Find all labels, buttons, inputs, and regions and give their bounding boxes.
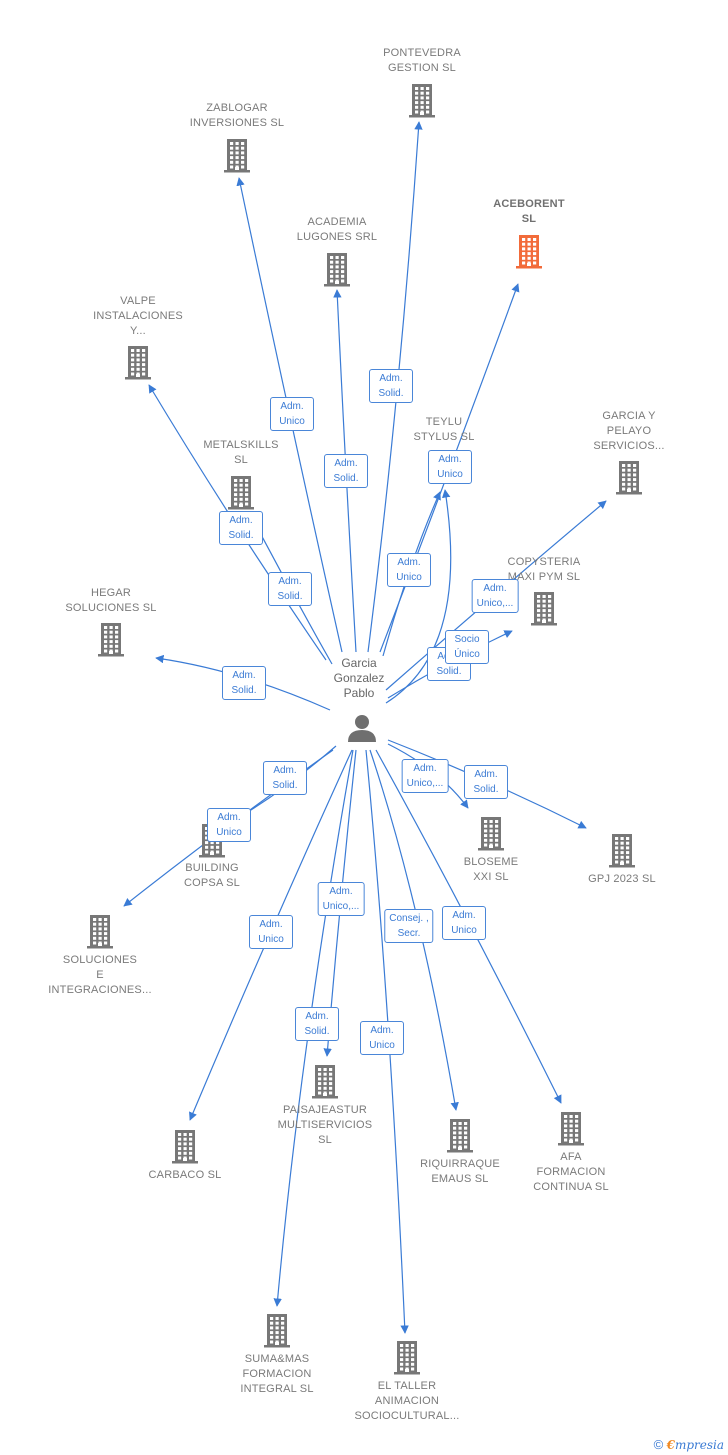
company-soluciones-building-icon[interactable] — [84, 913, 116, 954]
person-layer — [348, 715, 376, 742]
company-taller-building-icon[interactable] — [391, 1339, 423, 1380]
center-person-name[interactable]: Garcia Gonzalez Pablo — [333, 656, 385, 701]
edge-label-building[interactable]: Adm. Solid. — [263, 761, 307, 795]
company-building-label[interactable]: BUILDING COPSA SL — [183, 862, 240, 889]
edge-label-bloseme[interactable]: Adm. Unico,... — [401, 759, 449, 793]
company-valpe-label[interactable]: VALPE INSTALACIONES Y... — [93, 295, 183, 337]
edge-label-sumamas[interactable]: Adm. Solid. — [295, 1007, 339, 1041]
edge-label-afa[interactable]: Adm. Unico — [442, 906, 486, 940]
edge-label-carbaco[interactable]: Adm. Unico — [249, 915, 293, 949]
edge-label-teylu[interactable]: Adm. Unico — [387, 553, 431, 587]
company-valpe-building-icon[interactable] — [122, 344, 154, 385]
company-afa-building-icon[interactable] — [555, 1110, 587, 1151]
person-icon[interactable] — [348, 715, 376, 742]
company-hegar-building-icon[interactable] — [95, 621, 127, 662]
company-paisajeastur-building-icon[interactable] — [309, 1063, 341, 1104]
company-riquirraque-building-icon[interactable] — [444, 1117, 476, 1158]
company-metalskills-label[interactable]: METALSKILLS SL — [203, 439, 279, 466]
edge-label-academia[interactable]: Adm. Solid. — [324, 454, 368, 488]
edge-label-paisajeastur[interactable]: Adm. Unico,... — [317, 882, 365, 916]
edge-label-zablogar[interactable]: Adm. Unico — [270, 397, 314, 431]
company-garcia_pelayo-label[interactable]: GARCIA Y PELAYO SERVICIOS... — [593, 410, 665, 452]
edge-label-valpe[interactable]: Adm. Solid. — [219, 511, 263, 545]
edge-label-hegar[interactable]: Adm. Solid. — [222, 666, 266, 700]
edge-label-garcia_pelayo[interactable]: Adm. Unico,... — [471, 579, 519, 613]
company-pontevedra-building-icon[interactable] — [406, 82, 438, 123]
company-copysteria-building-icon[interactable] — [528, 590, 560, 631]
edge-label-taller[interactable]: Adm. Unico — [360, 1021, 404, 1055]
company-aceborent-building-icon[interactable] — [513, 233, 545, 274]
edge-label-riquirraque[interactable]: Consej. , Secr. — [384, 909, 434, 943]
company-afa-label[interactable]: AFA FORMACION CONTINUA SL — [533, 1151, 609, 1193]
edge-label-copysteria[interactable]: Socio Único — [445, 630, 489, 664]
company-academia-building-icon[interactable] — [321, 251, 353, 292]
edge-label-pontevedra[interactable]: Adm. Solid. — [369, 369, 413, 403]
edge-label-aceborent[interactable]: Adm. Unico — [428, 450, 472, 484]
company-sumamas-label[interactable]: SUMA&MAS FORMACION INTEGRAL SL — [240, 1353, 314, 1395]
footer-brand[interactable]: © €mpresia — [654, 1437, 724, 1452]
company-soluciones-label[interactable]: SOLUCIONES E INTEGRACIONES... — [48, 954, 152, 996]
company-aceborent-label[interactable]: ACEBORENT SL — [493, 198, 565, 225]
company-taller-label[interactable]: EL TALLER ANIMACION SOCIOCULTURAL... — [354, 1380, 460, 1422]
edge-to-copysteria — [385, 489, 452, 704]
company-gpj-building-icon[interactable] — [606, 832, 638, 873]
company-paisajeastur-label[interactable]: PAISAJEASTUR MULTISERVICIOS SL — [277, 1104, 373, 1146]
company-academia-label[interactable]: ACADEMIA LUGONES SRL — [296, 216, 378, 243]
company-sumamas-building-icon[interactable] — [261, 1312, 293, 1353]
edge-label-gpj[interactable]: Adm. Solid. — [464, 765, 508, 799]
company-bloseme-building-icon[interactable] — [475, 815, 507, 856]
company-zablogar-label[interactable]: ZABLOGAR INVERSIONES SL — [189, 102, 285, 129]
company-zablogar-building-icon[interactable] — [221, 137, 253, 178]
company-bloseme-label[interactable]: BLOSEME XXI SL — [463, 856, 519, 883]
copyright-symbol: © — [653, 1437, 664, 1452]
company-copysteria-label[interactable]: COPYSTERIA MAXI PYM SL — [507, 556, 581, 583]
edge-to-taller — [365, 749, 409, 1334]
company-riquirraque-label[interactable]: RIQUIRRAQUE EMAUS SL — [420, 1158, 500, 1185]
company-pontevedra-label[interactable]: PONTEVEDRA GESTION SL — [383, 47, 461, 74]
company-carbaco-building-icon[interactable] — [169, 1128, 201, 1169]
company-garcia_pelayo-building-icon[interactable] — [613, 459, 645, 500]
edge-label-soluciones[interactable]: Adm. Unico — [207, 808, 251, 842]
brand-logo[interactable]: €mpresia — [667, 1438, 724, 1452]
brand-initial: € — [666, 1438, 675, 1452]
company-teylu-label[interactable]: TEYLU STYLUS SL — [413, 416, 475, 443]
company-gpj-label[interactable]: GPJ 2023 SL — [588, 873, 656, 885]
brand-rest: mpresia — [674, 1438, 724, 1452]
company-carbaco-label[interactable]: CARBACO SL — [148, 1169, 222, 1181]
edge-label-metalskills[interactable]: Adm. Solid. — [268, 572, 312, 606]
company-metalskills-building-icon[interactable] — [225, 474, 257, 515]
company-hegar-label[interactable]: HEGAR SOLUCIONES SL — [65, 587, 157, 614]
